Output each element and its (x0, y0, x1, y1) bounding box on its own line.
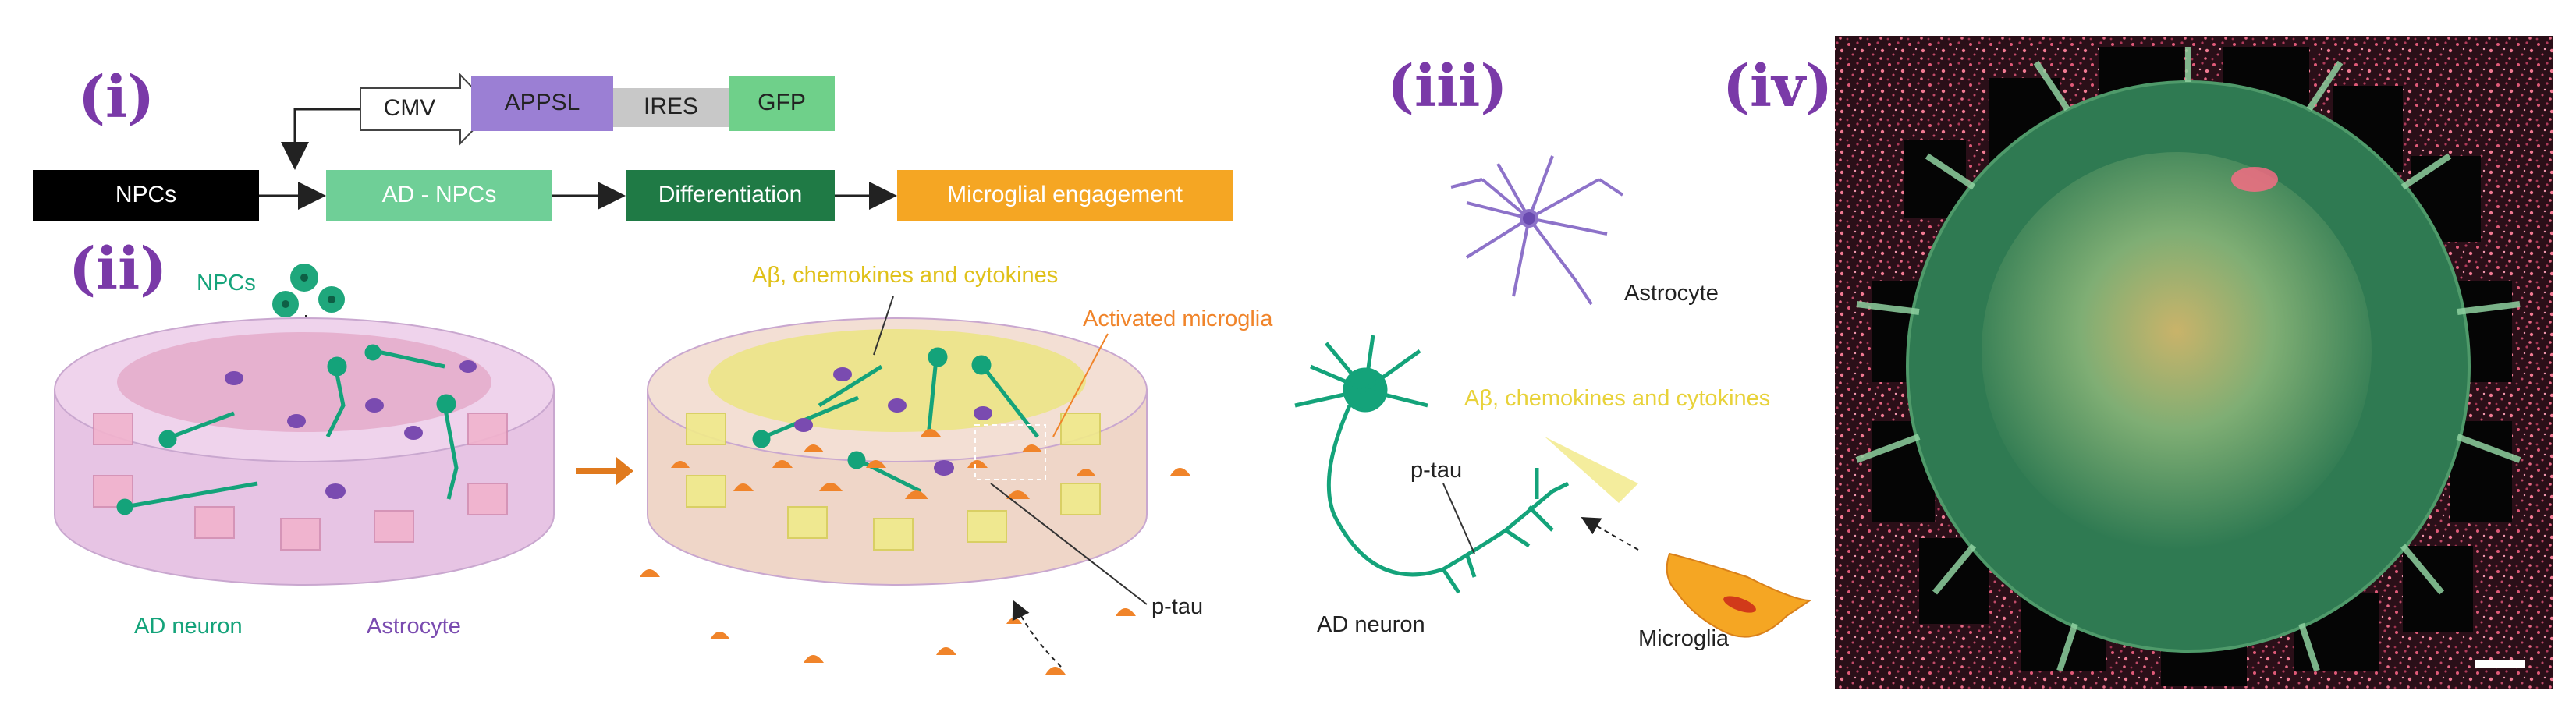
ires-box (613, 88, 729, 127)
microglia-icon (1666, 552, 1813, 638)
appsl-label: APPSL (505, 90, 580, 115)
microglia-icon (671, 429, 1095, 499)
ad-npcs-box-label: AD - NPCs (382, 182, 497, 207)
microglial-engagement-box-label: Microglial engagement (947, 182, 1183, 207)
neuron-icon (752, 347, 1039, 494)
astrocyte-label-iii: Astrocyte (1624, 281, 1719, 306)
gfp-label: GFP (758, 90, 806, 115)
astrocyte-label: Astrocyte (367, 614, 461, 639)
npcs-cluster (272, 264, 345, 345)
scale-bar-icon (2475, 660, 2525, 668)
transition-arrow-icon (576, 457, 633, 485)
gfp-box (729, 76, 835, 131)
ad-npcs-box (326, 170, 552, 221)
panel-label-iv: (iv) (1723, 53, 1833, 120)
panel-label-iii: (iii) (1387, 53, 1507, 120)
microglia-label-iii: Microglia (1638, 626, 1730, 651)
differentiation-box (626, 170, 835, 221)
ad-neuron-label-iii: AD neuron (1317, 612, 1425, 637)
ad-neuron-label: AD neuron (134, 614, 243, 639)
promoter-label: CMV (384, 95, 436, 121)
ires-label: IRES (644, 94, 698, 119)
construct: CMV APPSL IRES GFP (281, 73, 835, 170)
workflow: NPCs AD - NPCs Differentiation Microglia… (33, 170, 1233, 221)
device-before (54, 317, 555, 586)
panel-label-i: (i) (78, 64, 154, 131)
transduction-arrow-icon (281, 108, 360, 170)
activated-microglia-label: Activated microglia (1083, 306, 1273, 331)
factors-label-ii: Aβ, chemokines and cytokines (752, 263, 1058, 288)
microglial-engagement-box (897, 170, 1233, 221)
microglia-icon (640, 468, 1190, 675)
neuron-icon (1294, 335, 1570, 594)
differentiation-box-label: Differentiation (658, 182, 803, 207)
npcs-box (33, 170, 259, 221)
npcs-box-label: NPCs (115, 182, 176, 207)
fluorescence-micrograph (1835, 36, 2553, 689)
neuron-icon (116, 344, 459, 515)
npcs-label: NPCs (197, 271, 256, 296)
appsl-box (471, 76, 613, 131)
panel-label-ii: (ii) (69, 236, 167, 303)
ptau-label-ii: p-tau (1151, 594, 1203, 619)
ptau-label-iii: p-tau (1410, 458, 1462, 483)
astrocyte-icon (225, 360, 477, 499)
device-after (647, 317, 1148, 586)
astrocyte-icon (1450, 155, 1624, 306)
factors-label-iii: Aβ, chemokines and cytokines (1464, 386, 1770, 411)
astrocyte-icon (794, 367, 992, 476)
